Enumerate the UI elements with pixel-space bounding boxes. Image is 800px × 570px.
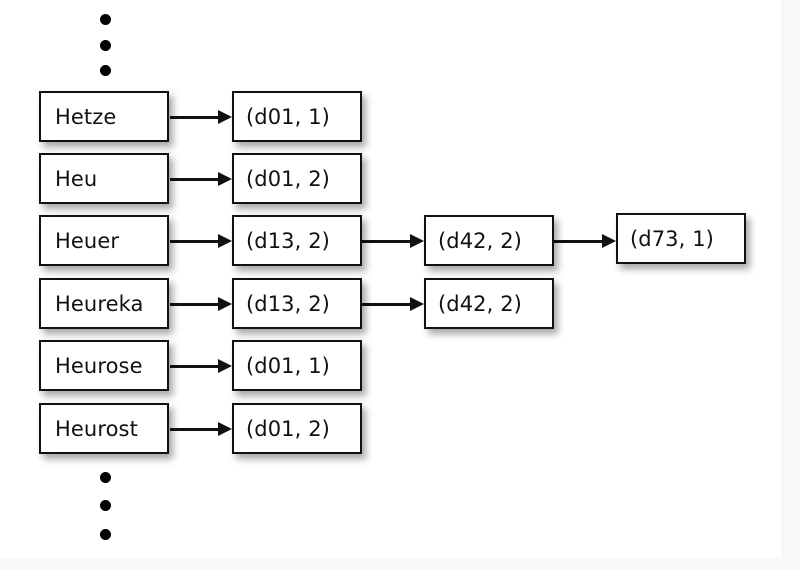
posting-node-row6-0[interactable]: (d01, 2) — [232, 403, 362, 454]
page-margin-bottom — [0, 558, 800, 570]
posting-node-row1-0[interactable]: (d01, 1) — [232, 91, 362, 142]
arrow-term-to-posting-row4 — [170, 297, 232, 311]
posting-node-row4-1[interactable]: (d42, 2) — [424, 278, 554, 329]
ellipsis-bottom-dot-2 — [100, 500, 111, 511]
posting-node-row3-2[interactable]: (d73, 1) — [616, 213, 746, 264]
term-node-heurost[interactable]: Heurost — [39, 403, 169, 454]
ellipsis-top-dot-3 — [100, 65, 111, 76]
posting-node-row5-0[interactable]: (d01, 1) — [232, 340, 362, 391]
arrow-posting-row3-0-to-1 — [362, 234, 424, 248]
arrow-term-to-posting-row6 — [170, 422, 232, 436]
term-node-heurose[interactable]: Heurose — [39, 340, 169, 391]
arrow-posting-row3-1-to-2 — [554, 234, 616, 248]
arrow-term-to-posting-row1 — [170, 110, 232, 124]
posting-node-row3-1[interactable]: (d42, 2) — [424, 215, 554, 266]
arrow-term-to-posting-row5 — [170, 359, 232, 373]
term-node-hetze[interactable]: Hetze — [39, 91, 169, 142]
ellipsis-bottom-dot-3 — [100, 529, 111, 540]
term-node-heu[interactable]: Heu — [39, 153, 169, 204]
ellipsis-top-dot-1 — [100, 14, 111, 25]
ellipsis-top-dot-2 — [100, 40, 111, 51]
arrow-term-to-posting-row3 — [170, 234, 232, 248]
term-node-heuer[interactable]: Heuer — [39, 215, 169, 266]
term-node-heureka[interactable]: Heureka — [39, 278, 169, 329]
ellipsis-bottom-dot-1 — [100, 472, 111, 483]
posting-node-row4-0[interactable]: (d13, 2) — [232, 278, 362, 329]
posting-node-row3-0[interactable]: (d13, 2) — [232, 215, 362, 266]
arrow-term-to-posting-row2 — [170, 172, 232, 186]
page-margin-right — [781, 0, 800, 570]
arrow-posting-row4-0-to-1 — [362, 297, 424, 311]
posting-node-row2-0[interactable]: (d01, 2) — [232, 153, 362, 204]
